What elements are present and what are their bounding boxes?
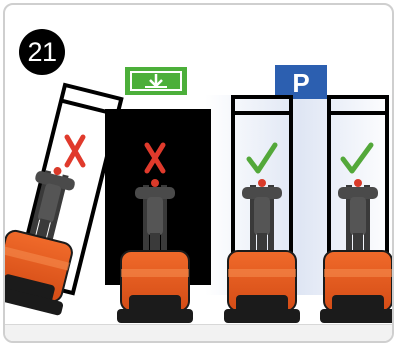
emergency-exit-sign-icon: [125, 67, 187, 95]
instruction-card: P: [3, 3, 394, 343]
cross-mark-icon: [67, 137, 83, 165]
parking-sign-letter: P: [292, 68, 309, 98]
parking-sign-icon: P: [275, 65, 327, 99]
step-number-badge: 21: [19, 29, 65, 75]
card-footer: [5, 324, 392, 341]
truck-leaning: [5, 158, 95, 316]
